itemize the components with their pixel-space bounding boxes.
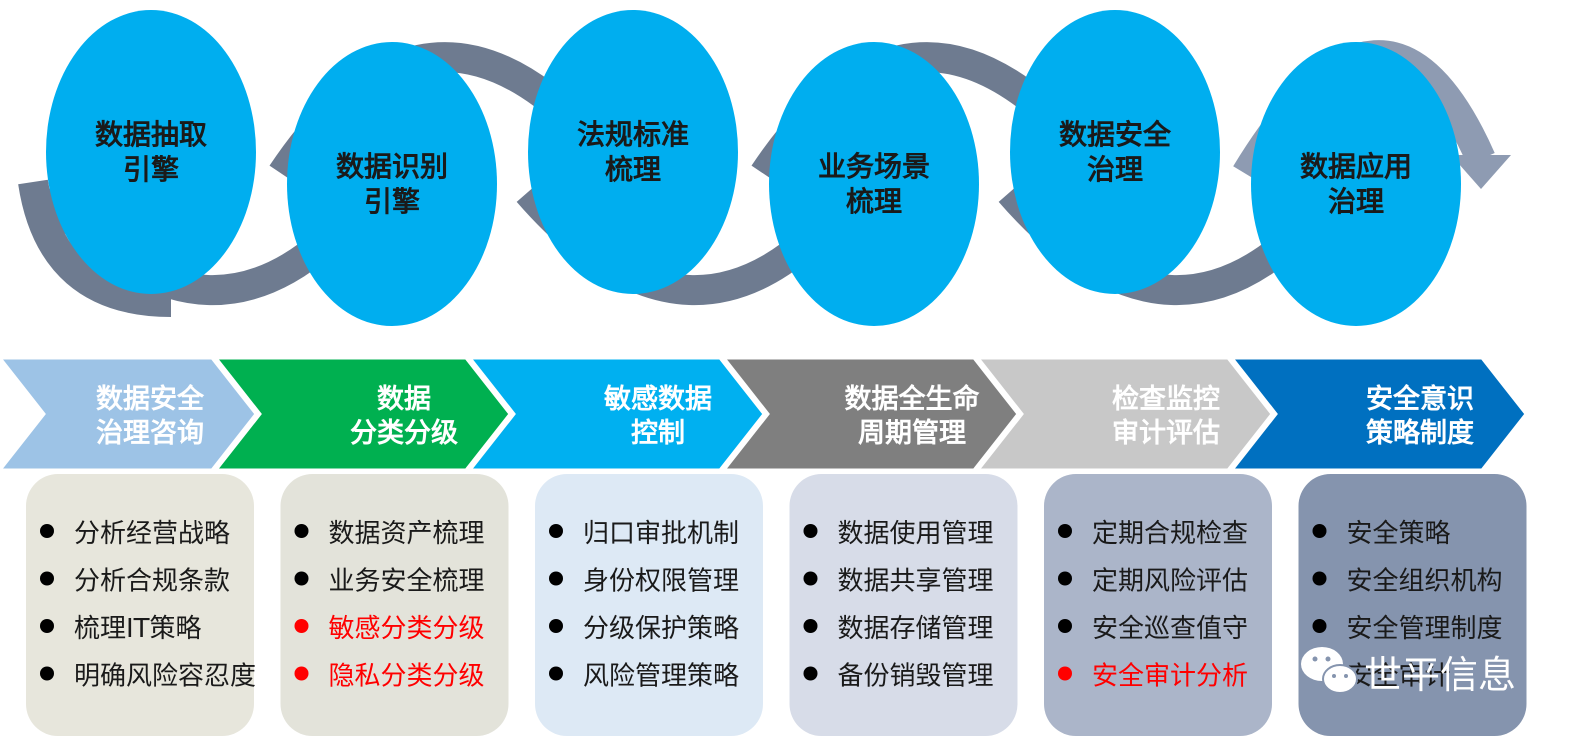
- bullet-icon: [549, 524, 563, 538]
- card-item: 安全管理制度: [1347, 614, 1503, 644]
- bullet-icon: [294, 524, 309, 538]
- bullet-icon: [40, 666, 54, 681]
- card-item: 分级保护策略: [583, 614, 739, 644]
- card-item: 隐私分类分级: [329, 662, 485, 692]
- card-item: 敏感分类分级: [329, 614, 485, 644]
- card-item: 数据使用管理: [838, 519, 994, 549]
- chevron-label: 数据安全: [96, 383, 205, 415]
- bullet-icon: [1312, 619, 1327, 633]
- stage-circles: 数据抽取引擎数据识别引擎法规标准梳理业务场景梳理数据安全治理数据应用治理: [46, 10, 1461, 326]
- watermark: 世平信息: [1301, 647, 1516, 697]
- card-item: 明确风险容忍度: [74, 662, 256, 692]
- stage-label: 业务场景: [818, 150, 930, 183]
- card-item: 数据共享管理: [838, 567, 994, 597]
- chevron-label: 策略制度: [1366, 417, 1474, 449]
- bullet-icon: [1058, 571, 1072, 586]
- stage-label: 数据应用: [1300, 150, 1412, 183]
- chevron-label: 敏感数据: [603, 383, 712, 415]
- card-item: 身份权限管理: [583, 567, 739, 597]
- bullet-icon: [294, 666, 309, 681]
- card-item: 安全审计分析: [1092, 662, 1248, 692]
- stage-label: 梳理: [846, 185, 902, 218]
- card-item: 安全审计: [1347, 662, 1451, 692]
- card-item: 归口审批机制: [583, 519, 739, 549]
- card-item: 分析经营战略: [74, 519, 230, 549]
- wechat-icon: [1301, 647, 1358, 694]
- lead-cycle-arrow: [18, 179, 172, 317]
- bullet-icon: [549, 619, 563, 633]
- card-item: 定期风险评估: [1092, 567, 1248, 597]
- chevron-label: 数据全生命: [845, 383, 981, 415]
- bullet-icon: [803, 619, 818, 633]
- bullet-icon: [549, 571, 563, 586]
- chevron-label: 检查监控: [1112, 383, 1220, 415]
- bullet-icon: [549, 666, 563, 681]
- stage-label: 数据识别: [336, 150, 448, 183]
- bullet-icon: [1312, 524, 1327, 538]
- stage-label: 法规标准: [577, 118, 689, 151]
- chevron-label: 周期管理: [858, 418, 966, 449]
- detail-cards: 分析经营战略分析合规条款梳理IT策略明确风险容忍度数据资产梳理业务安全梳理敏感分…: [26, 474, 1527, 736]
- card-item: 安全巡查值守: [1092, 614, 1248, 644]
- chevron-label: 审计评估: [1112, 417, 1220, 449]
- card-item: 梳理IT策略: [74, 614, 202, 644]
- watermark-text: 世平信息: [1364, 653, 1516, 697]
- bullet-icon: [1058, 524, 1072, 538]
- card-item: 风险管理策略: [583, 662, 739, 692]
- bullet-icon: [40, 524, 54, 538]
- chevron-label: 安全意识: [1366, 383, 1474, 415]
- card-item: 数据存储管理: [838, 614, 994, 644]
- bullet-icon: [1058, 666, 1072, 681]
- chevron-label: 治理咨询: [96, 418, 204, 449]
- bullet-icon: [803, 524, 818, 538]
- card-item: 业务安全梳理: [329, 567, 485, 597]
- bullet-icon: [40, 619, 54, 633]
- card-item: 分析合规条款: [74, 567, 230, 597]
- card-item: 定期合规检查: [1092, 519, 1248, 549]
- card-item: 备份销毁管理: [838, 662, 994, 692]
- bullet-icon: [1058, 619, 1072, 633]
- bullet-icon: [803, 666, 818, 681]
- stage-label: 数据安全: [1059, 118, 1172, 151]
- stage-label: 梳理: [605, 153, 661, 186]
- stage-label: 治理: [1328, 185, 1384, 218]
- stage-label: 数据抽取: [95, 118, 207, 151]
- card-item: 安全组织机构: [1347, 567, 1503, 597]
- card-item: 数据资产梳理: [329, 519, 485, 549]
- chevron-label: 分类分级: [350, 417, 458, 449]
- bullet-icon: [40, 571, 54, 586]
- chevron-label: 数据: [377, 384, 431, 415]
- stage-label: 引擎: [364, 185, 420, 218]
- stage-label: 治理: [1087, 153, 1143, 186]
- bullet-icon: [294, 571, 309, 586]
- bullet-icon: [1312, 571, 1327, 586]
- category-chevrons: 数据安全治理咨询数据分类分级敏感数据控制数据全生命周期管理检查监控审计评估安全意…: [0, 356, 1528, 472]
- card-item: 安全策略: [1347, 519, 1451, 549]
- stage-label: 引擎: [123, 153, 179, 186]
- bullet-icon: [294, 619, 309, 633]
- chevron-label: 控制: [631, 418, 685, 449]
- bullet-icon: [803, 571, 818, 586]
